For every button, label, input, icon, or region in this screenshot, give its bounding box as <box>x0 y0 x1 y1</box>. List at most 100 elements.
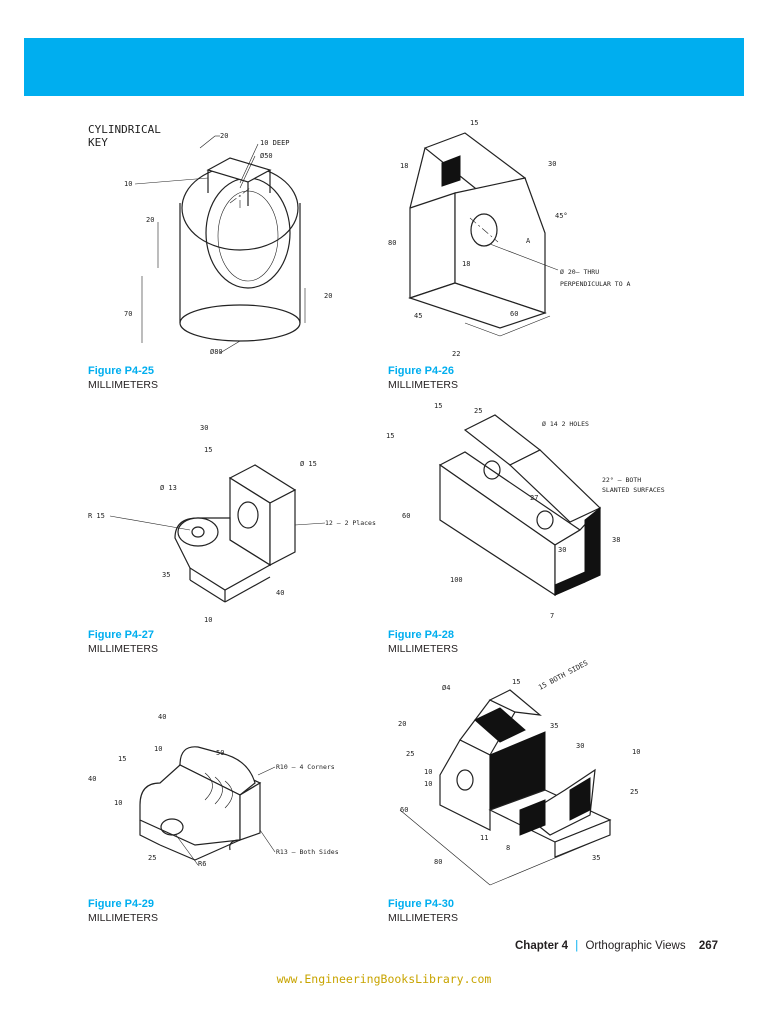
fig30-dim-12: 8 <box>506 844 510 852</box>
fig28-dim-3: 15 <box>386 432 394 440</box>
figure-p4-30-label: Figure P4-30 <box>388 898 455 910</box>
fig25-dim-3: 10 <box>124 180 132 188</box>
fig30-dim-5: 30 <box>576 742 584 750</box>
fig28-dim-2: Ø 14 2 HOLES <box>542 420 589 428</box>
figure-p4-28-drawing: 15 25 Ø 14 2 HOLES 15 22° – BOTH SLANTED… <box>380 390 710 630</box>
figure-p4-25-label: Figure P4-25 <box>88 365 155 377</box>
figure-p4-28-label: Figure P4-28 <box>388 629 455 641</box>
fig25-dim-7: Ø80 <box>210 348 223 356</box>
fig30-dim-3: 20 <box>398 720 406 728</box>
fig26-dim-2: 30 <box>548 160 556 168</box>
fig26-dim-1: 18 <box>400 162 408 170</box>
fig29-dim-6: 10 <box>114 799 122 807</box>
figure-p4-27-units: MILLIMETERS <box>88 643 159 655</box>
fig27-dim-8: 10 <box>204 616 212 624</box>
fig26-dim-7: Ø 20– THRU <box>560 268 599 276</box>
fig27-dim-6: 35 <box>162 571 170 579</box>
figure-p4-27-drawing: 30 15 Ø 15 Ø 13 R 15 12 – 2 Places 35 40… <box>80 390 410 630</box>
figure-p4-26-drawing: 15 18 30 45° 80 A 18 Ø 20– THRU PERPENDI… <box>380 118 710 358</box>
figure-p4-27-label: Figure P4-27 <box>88 629 155 641</box>
fig25-dim-4: 20 <box>146 216 154 224</box>
fig30-dim-0: Ø4 <box>442 684 450 692</box>
fig27-dim-7: 40 <box>276 589 284 597</box>
figure-p4-26-caption: Figure P4-26 MILLIMETERS <box>388 364 458 392</box>
fig29-dim-3: 50 <box>216 749 224 757</box>
fig26-dim-6: 18 <box>462 260 470 268</box>
figure-p4-29-caption: Figure P4-29 MILLIMETERS <box>88 897 158 925</box>
page-number: 267 <box>698 940 718 952</box>
fig29-dim-9: R6 <box>198 860 206 868</box>
fig30-dim-2: 15 BOTH SIDES <box>537 660 589 692</box>
fig30-dim-7: 25 <box>406 750 414 758</box>
fig27-dim-1: 15 <box>204 446 212 454</box>
watermark-url: www.EngineeringBooksLibrary.com <box>276 972 492 986</box>
fig29-dim-2: 10 <box>154 745 162 753</box>
fig30-dim-1: 15 <box>512 678 520 686</box>
fig28-dim-11: 7 <box>550 612 554 620</box>
figure-p4-29-label: Figure P4-29 <box>88 898 155 910</box>
fig30-dim-4: 35 <box>550 722 558 730</box>
fig28-dim-8: 38 <box>612 536 620 544</box>
fig26-dim-4: 80 <box>388 239 396 247</box>
fig27-dim-3: Ø 13 <box>160 484 177 492</box>
fig30-dim-9: 10 <box>424 780 432 788</box>
fig25-title-line2: KEY <box>88 136 108 149</box>
fig25-title-line1: CYLINDRICAL <box>88 123 161 136</box>
page-footer: Chapter 4 | Orthographic Views 267 <box>515 940 718 952</box>
figure-p4-26-label: Figure P4-26 <box>388 365 455 377</box>
fig28-dim-10: 100 <box>450 576 463 584</box>
fig27-dim-0: 30 <box>200 424 208 432</box>
fig26-dim-5: A <box>526 237 531 245</box>
fig26-dim-10: 60 <box>510 310 518 318</box>
fig30-dim-10: 60 <box>400 806 408 814</box>
fig25-dim-6: 20 <box>324 292 332 300</box>
fig29-dim-4: R10 – 4 Corners <box>276 763 335 771</box>
figure-p4-25-drawing: CYLINDRICAL KEY 20 10 DEEP Ø50 10 20 70 … <box>80 118 410 358</box>
figure-p4-29-units: MILLIMETERS <box>88 912 159 924</box>
fig29-dim-0: 40 <box>158 713 166 721</box>
fig25-dim-5: 70 <box>124 310 132 318</box>
fig27-dim-5: 12 – 2 Places <box>325 519 376 527</box>
chapter-header-bar <box>24 38 744 96</box>
fig27-dim-4: R 15 <box>88 512 105 520</box>
fig30-dim-6: 10 <box>632 748 640 756</box>
fig28-dim-4: 22° – BOTH <box>602 476 641 484</box>
fig28-dim-5: SLANTED SURFACES <box>602 486 665 494</box>
figure-p4-25-units: MILLIMETERS <box>88 379 159 391</box>
fig26-dim-0: 15 <box>470 119 478 127</box>
fig30-dim-13: 25 <box>630 788 638 796</box>
fig30-dim-11: 11 <box>480 834 488 842</box>
figure-p4-25-caption: Figure P4-25 MILLIMETERS <box>88 364 158 392</box>
fig30-dim-15: 35 <box>592 854 600 862</box>
figure-p4-30-units: MILLIMETERS <box>388 912 459 924</box>
fig28-dim-9: 30 <box>558 546 566 554</box>
footer-chapter: Chapter 4 <box>515 940 569 952</box>
fig28-dim-7: 27 <box>530 494 538 502</box>
fig26-dim-9: 45 <box>414 312 422 320</box>
fig28-dim-6: 60 <box>402 512 410 520</box>
fig30-dim-14: 80 <box>434 858 442 866</box>
fig25-dim-2: Ø50 <box>260 152 273 160</box>
fig26-dim-3: 45° <box>555 212 568 220</box>
figure-p4-27-caption: Figure P4-27 MILLIMETERS <box>88 628 158 656</box>
figure-p4-30-caption: Figure P4-30 MILLIMETERS <box>388 897 458 925</box>
fig29-dim-7: R13 – Both Sides <box>276 848 339 856</box>
figure-p4-28-caption: Figure P4-28 MILLIMETERS <box>388 628 458 656</box>
fig28-dim-0: 15 <box>434 402 442 410</box>
fig29-dim-1: 15 <box>118 755 126 763</box>
figure-p4-28-units: MILLIMETERS <box>388 643 459 655</box>
fig29-dim-5: 40 <box>88 775 96 783</box>
fig25-dim-0: 20 <box>220 132 228 140</box>
fig28-dim-1: 25 <box>474 407 482 415</box>
figure-p4-30-drawing: Ø4 15 15 BOTH SIDES 20 35 30 10 25 10 10… <box>380 660 710 900</box>
figure-p4-29-drawing: 40 15 10 50 R10 – 4 Corners 40 10 R13 – … <box>80 655 410 895</box>
fig26-dim-8: PERPENDICULAR TO A <box>560 280 631 288</box>
fig27-dim-2: Ø 15 <box>300 460 317 468</box>
fig29-dim-8: 25 <box>148 854 156 862</box>
footer-chapter-title: Orthographic Views <box>585 940 686 952</box>
footer-separator: | <box>575 940 579 952</box>
fig30-dim-8: 10 <box>424 768 432 776</box>
figure-p4-26-units: MILLIMETERS <box>388 379 459 391</box>
fig25-dim-1: 10 DEEP <box>260 139 290 147</box>
fig26-dim-11: 22 <box>452 350 460 358</box>
